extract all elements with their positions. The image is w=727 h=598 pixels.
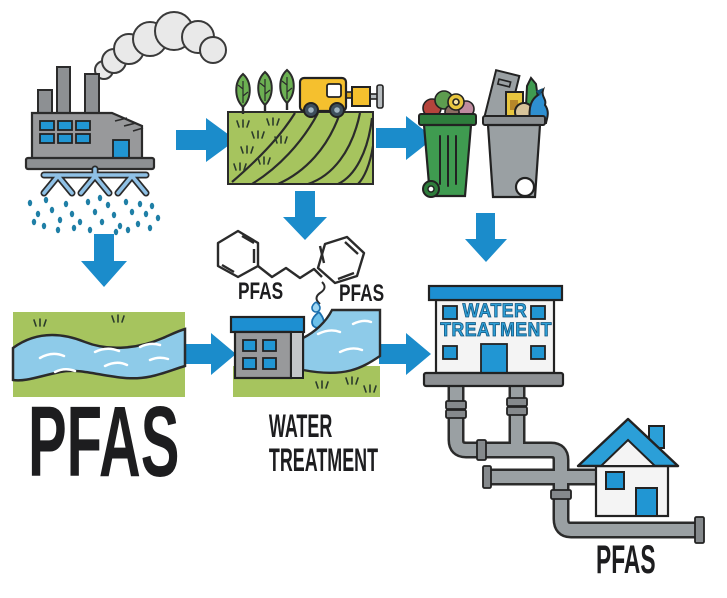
tree-icon (279, 68, 295, 112)
house-window (605, 471, 625, 490)
facility-windows (442, 305, 546, 360)
plant-windows (242, 339, 277, 370)
water-treatment-facility-icon (422, 284, 565, 388)
river-pfas-label: PFAS (28, 386, 180, 498)
arrow-river-to-plant (186, 333, 236, 375)
spray-truck-icon (298, 76, 384, 118)
sprinkler-icon (40, 165, 150, 197)
facility-door (480, 343, 508, 374)
water-drops (27, 194, 161, 236)
chem-pfas-right-label: PFAS (339, 280, 385, 307)
facility-sign: WATER TREATMENT (440, 301, 553, 341)
factory-windows (39, 120, 91, 144)
factory-door (112, 139, 130, 159)
arrow-field-to-chemical (283, 191, 327, 240)
chem-pfas-left-label: PFAS (238, 278, 284, 305)
water-treatment-plant-icon (229, 308, 382, 397)
farm-field-icon (227, 68, 384, 186)
tree-icon (257, 70, 273, 114)
arrow-factory-to-field (176, 118, 236, 162)
house-pfas-label: PFAS (596, 538, 656, 582)
smoke-cloud-icon (94, 11, 227, 80)
chemical-structure-icon (216, 229, 366, 329)
trash-bin-icon (482, 68, 549, 199)
arrow-field-to-bins (376, 116, 434, 160)
arrow-plant-to-facility (379, 333, 431, 375)
arrow-bins-to-facility (465, 213, 507, 262)
arrow-factory-to-river (81, 234, 127, 287)
water-treatment-caption: WATER TREATMENT (268, 408, 379, 478)
house-door (635, 487, 658, 517)
waste-bins (418, 68, 549, 199)
house-icon (576, 417, 680, 518)
tree-icon (235, 72, 251, 116)
pipe-network-icon (445, 384, 705, 544)
factory-icon (24, 11, 227, 236)
compost-bin-icon (418, 90, 477, 198)
river-icon (11, 312, 187, 397)
